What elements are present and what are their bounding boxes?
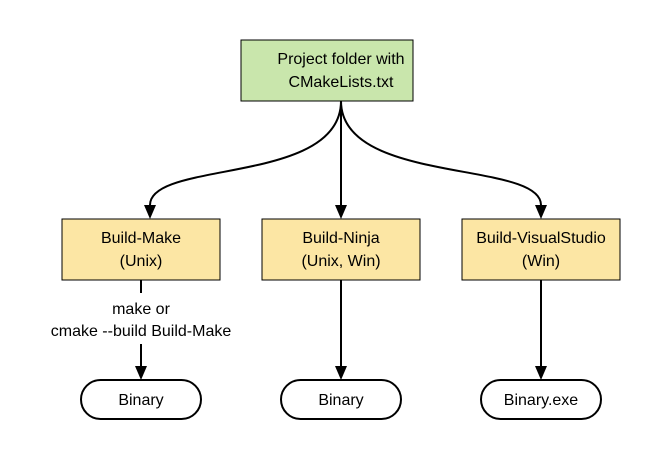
- output-node-binary-make-label: Binary: [118, 392, 163, 409]
- build-node-make-box: [61, 218, 221, 281]
- output-node-binary-ninja: Binary: [280, 379, 402, 420]
- arrowhead-build-visualstudio: [535, 205, 547, 219]
- arrowhead-binary-ninja: [335, 366, 347, 380]
- edge-make-label-line2: cmake --build Build-Make: [51, 323, 232, 340]
- root-node: Project folder with CMakeLists.txt: [240, 39, 414, 102]
- output-node-binary-exe: Binary.exe: [480, 379, 602, 420]
- output-node-binary-ninja-shape: [280, 379, 402, 420]
- build-node-ninja-label-line1: Build-Ninja: [302, 230, 379, 247]
- output-node-binary-ninja-label: Binary: [318, 392, 363, 409]
- edge-root-to-build-visualstudio: [340, 100, 542, 206]
- build-node-make-label-line1: Build-Make: [101, 230, 181, 247]
- build-node-make-label-line2: (Unix): [120, 253, 163, 270]
- build-node-visualstudio-label-line1: Build-VisualStudio: [476, 230, 606, 247]
- build-node-make: Build-Make (Unix): [61, 218, 221, 281]
- build-node-ninja: Build-Ninja (Unix, Win): [261, 218, 421, 281]
- output-node-binary-exe-shape: [480, 379, 602, 420]
- build-node-visualstudio-label-line2: (Win): [522, 253, 560, 270]
- arrowhead-build-make: [144, 205, 156, 219]
- output-node-binary-make-shape: [80, 379, 202, 420]
- output-node-binary-exe-label: Binary.exe: [504, 392, 579, 409]
- build-node-visualstudio-box: [461, 218, 621, 281]
- root-node-label-line1: Project folder with: [277, 51, 404, 68]
- root-node-label-line2: CMakeLists.txt: [289, 74, 394, 91]
- edge-make-label-line1: make or: [112, 301, 170, 318]
- root-edges: [144, 100, 547, 219]
- build-node-visualstudio: Build-VisualStudio (Win): [461, 218, 621, 281]
- output-edges: make or cmake --build Build-Make: [51, 280, 547, 380]
- root-node-box: [240, 39, 414, 102]
- edge-root-to-build-make: [149, 100, 342, 206]
- build-node-ninja-box: [261, 218, 421, 281]
- arrowhead-build-ninja: [335, 205, 347, 219]
- arrowhead-binary-visualstudio: [535, 366, 547, 380]
- build-node-ninja-label-line2: (Unix, Win): [301, 253, 380, 270]
- output-node-binary-make: Binary: [80, 379, 202, 420]
- arrowhead-binary-make: [135, 366, 147, 380]
